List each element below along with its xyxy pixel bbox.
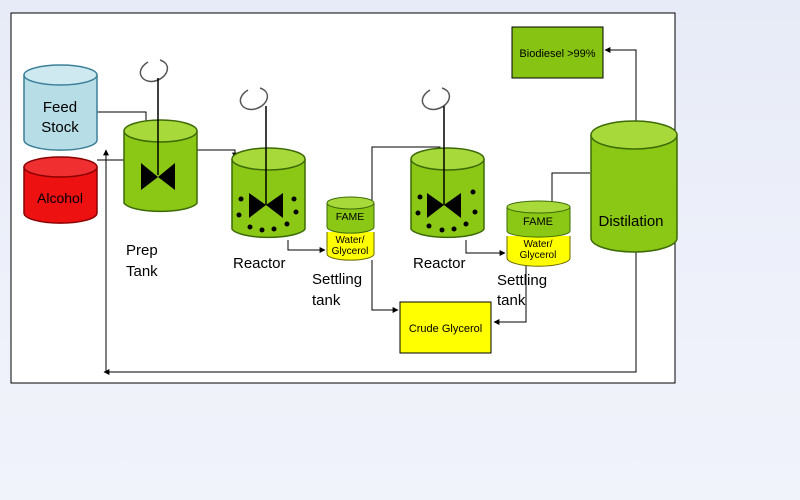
biodiesel-output: Biodiesel >99%	[511, 26, 604, 79]
reactor-2: Reactor	[410, 87, 485, 272]
settling-2-glycerol-label: Glycerol	[520, 250, 557, 261]
distillation-column: Distilation	[590, 120, 678, 253]
distillation-label: Distilation	[598, 213, 663, 230]
agitator-icon	[141, 163, 175, 190]
crude-glycerol-label: Crude Glycerol	[409, 323, 482, 335]
settling-1-label-2: tank	[312, 292, 341, 309]
prep-tank: Prep Tank	[123, 59, 198, 280]
catalyst-dots	[236, 196, 299, 233]
alcohol-tank: Alcohol	[23, 156, 98, 224]
settling-1-label-1: Settling	[312, 271, 362, 288]
alcohol-label: Alcohol	[37, 190, 83, 206]
settling-2-fame-label: FAME	[523, 216, 553, 228]
settling-2-label-1: Settling	[497, 272, 547, 289]
settling-1-water-label: Water/	[335, 235, 364, 246]
prep-tank-label-2: Tank	[126, 263, 158, 280]
biodiesel-label: Biodiesel >99%	[519, 48, 595, 60]
feed-stock-tank: Feed Stock	[23, 64, 98, 151]
feed-stock-label-2: Stock	[41, 119, 79, 136]
agitator-icon	[249, 193, 283, 218]
reactor-1-label: Reactor	[233, 255, 286, 272]
settling-1-fame-label: FAME	[336, 211, 365, 223]
settling-tank-1: FAME Water/ Glycerol Settling tank	[312, 196, 375, 309]
crude-glycerol-output: Crude Glycerol	[399, 301, 492, 354]
settling-1-glycerol-label: Glycerol	[332, 246, 369, 257]
settling-2-label-2: tank	[497, 292, 526, 309]
mixer-swirl-icon	[239, 87, 269, 111]
feed-stock-label-1: Feed	[43, 99, 77, 116]
mixer-swirl-icon	[421, 87, 451, 111]
catalyst-dots	[415, 189, 478, 233]
settling-2-water-label: Water/	[523, 239, 552, 250]
agitator-icon	[427, 193, 461, 218]
reactor-1: Reactor	[231, 87, 306, 272]
settling-tank-2: FAME Water/ Glycerol Settling tank	[497, 200, 571, 309]
reactor-2-label: Reactor	[413, 255, 466, 272]
prep-tank-label-1: Prep	[126, 242, 158, 259]
